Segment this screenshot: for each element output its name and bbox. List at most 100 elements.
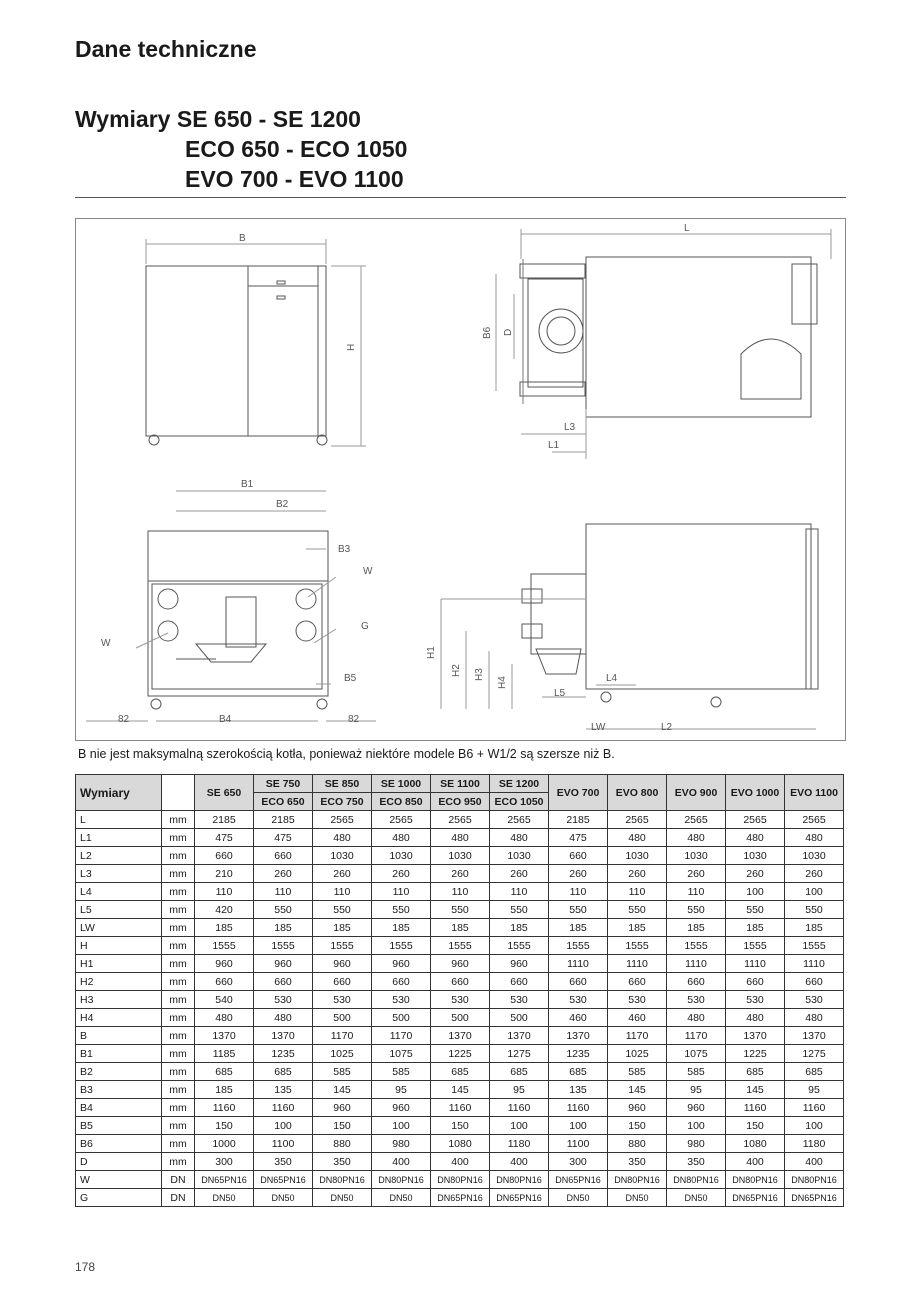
boiler-top-outline bbox=[585, 256, 812, 418]
table-cell: 960 bbox=[312, 1098, 372, 1117]
header-model: ECO 650 bbox=[253, 792, 313, 811]
dim-label-D: D bbox=[503, 329, 514, 336]
table-cell: 110 bbox=[253, 882, 313, 901]
table-header-row: ECO 650 ECO 750 ECO 850 ECO 950 ECO 1050 bbox=[76, 792, 844, 811]
table-cell: 420 bbox=[194, 900, 254, 919]
table-cell: 145 bbox=[430, 1080, 490, 1099]
table-cell: 460 bbox=[607, 1008, 667, 1027]
table-cell: 260 bbox=[784, 864, 844, 883]
table-cell: 150 bbox=[607, 1116, 667, 1135]
table-cell: 1110 bbox=[666, 954, 726, 973]
table-cell: 135 bbox=[253, 1080, 313, 1099]
table-cell: 100 bbox=[253, 1116, 313, 1135]
table-cell: 1100 bbox=[548, 1134, 608, 1153]
table-cell: 95 bbox=[489, 1080, 549, 1099]
row-unit: mm bbox=[161, 900, 195, 919]
table-cell: 500 bbox=[312, 1008, 372, 1027]
table-cell: 1170 bbox=[312, 1026, 372, 1045]
table-cell: 980 bbox=[371, 1134, 431, 1153]
table-cell: 480 bbox=[607, 828, 667, 847]
table-cell: 585 bbox=[607, 1062, 667, 1081]
table-cell: 260 bbox=[666, 864, 726, 883]
table-cell: 400 bbox=[784, 1152, 844, 1171]
table-cell: 110 bbox=[607, 882, 667, 901]
table-cell: 1075 bbox=[371, 1044, 431, 1063]
table-cell: DN80PN16 bbox=[607, 1170, 667, 1189]
table-cell: 1160 bbox=[548, 1098, 608, 1117]
boiler-rear-outline bbox=[147, 530, 329, 697]
table-cell: 480 bbox=[725, 1008, 785, 1027]
dim-label-82-left: 82 bbox=[118, 714, 130, 725]
table-cell: 2565 bbox=[312, 810, 372, 829]
table-cell: 1030 bbox=[371, 846, 431, 865]
row-unit: mm bbox=[161, 882, 195, 901]
row-label: H4 bbox=[75, 1008, 162, 1027]
table-cell: 260 bbox=[430, 864, 490, 883]
table-cell: DN80PN16 bbox=[489, 1170, 549, 1189]
table-cell: 1000 bbox=[194, 1134, 254, 1153]
table-cell: 110 bbox=[194, 882, 254, 901]
table-cell: 2185 bbox=[253, 810, 313, 829]
table-cell: 1555 bbox=[253, 936, 313, 955]
table-cell: 1030 bbox=[312, 846, 372, 865]
table-cell: 1110 bbox=[607, 954, 667, 973]
table-cell: DN65PN16 bbox=[253, 1170, 313, 1189]
dim-label-LW: LW bbox=[591, 722, 606, 733]
table-cell: 480 bbox=[371, 828, 431, 847]
table-cell: 185 bbox=[725, 918, 785, 937]
dim-label-82-right: 82 bbox=[348, 714, 360, 725]
header-model: EVO 700 bbox=[548, 774, 608, 811]
table-cell: 1030 bbox=[666, 846, 726, 865]
boiler-front-outline bbox=[145, 265, 327, 437]
row-label: B3 bbox=[75, 1080, 162, 1099]
table-cell: 1370 bbox=[548, 1026, 608, 1045]
dim-label-L1: L1 bbox=[548, 440, 560, 451]
row-unit: DN bbox=[161, 1188, 195, 1207]
table-cell: DN50 bbox=[548, 1188, 608, 1207]
wheel bbox=[316, 434, 328, 446]
table-cell: 1225 bbox=[430, 1044, 490, 1063]
row-unit: mm bbox=[161, 1062, 195, 1081]
table-cell: 1030 bbox=[784, 846, 844, 865]
row-label: B4 bbox=[75, 1098, 162, 1117]
table-cell: 500 bbox=[371, 1008, 431, 1027]
row-unit: mm bbox=[161, 810, 195, 829]
row-label: L bbox=[75, 810, 162, 829]
table-cell: 1160 bbox=[194, 1098, 254, 1117]
row-label: H3 bbox=[75, 990, 162, 1009]
dimensions-table: Wymiary SE 650 SE 750 SE 850 SE 1000 SE … bbox=[75, 774, 844, 1207]
table-cell: 1555 bbox=[430, 936, 490, 955]
table-cell: 95 bbox=[666, 1080, 726, 1099]
table-cell: 1110 bbox=[548, 954, 608, 973]
header-model: SE 1100 bbox=[430, 774, 490, 793]
row-unit: DN bbox=[161, 1170, 195, 1189]
table-cell: 530 bbox=[548, 990, 608, 1009]
table-cell: 185 bbox=[784, 918, 844, 937]
table-cell: 660 bbox=[194, 846, 254, 865]
table-cell: 550 bbox=[607, 900, 667, 919]
table-cell: 585 bbox=[666, 1062, 726, 1081]
table-cell: 185 bbox=[312, 918, 372, 937]
header-model: ECO 750 bbox=[312, 792, 372, 811]
table-cell: 1555 bbox=[548, 936, 608, 955]
table-cell: DN65PN16 bbox=[725, 1188, 785, 1207]
table-cell: 210 bbox=[194, 864, 254, 883]
table-cell: 660 bbox=[548, 972, 608, 991]
title-line-se: Wymiary SE 650 - SE 1200 bbox=[75, 106, 361, 132]
table-cell: 350 bbox=[666, 1152, 726, 1171]
table-cell: 300 bbox=[548, 1152, 608, 1171]
dim-label-B5: B5 bbox=[344, 673, 357, 684]
table-cell: 1110 bbox=[725, 954, 785, 973]
table-cell: 1160 bbox=[725, 1098, 785, 1117]
table-cell: 2565 bbox=[725, 810, 785, 829]
table-cell: 1555 bbox=[489, 936, 549, 955]
table-cell: 480 bbox=[666, 828, 726, 847]
table-cell: 660 bbox=[548, 846, 608, 865]
header-model: SE 1000 bbox=[371, 774, 431, 793]
